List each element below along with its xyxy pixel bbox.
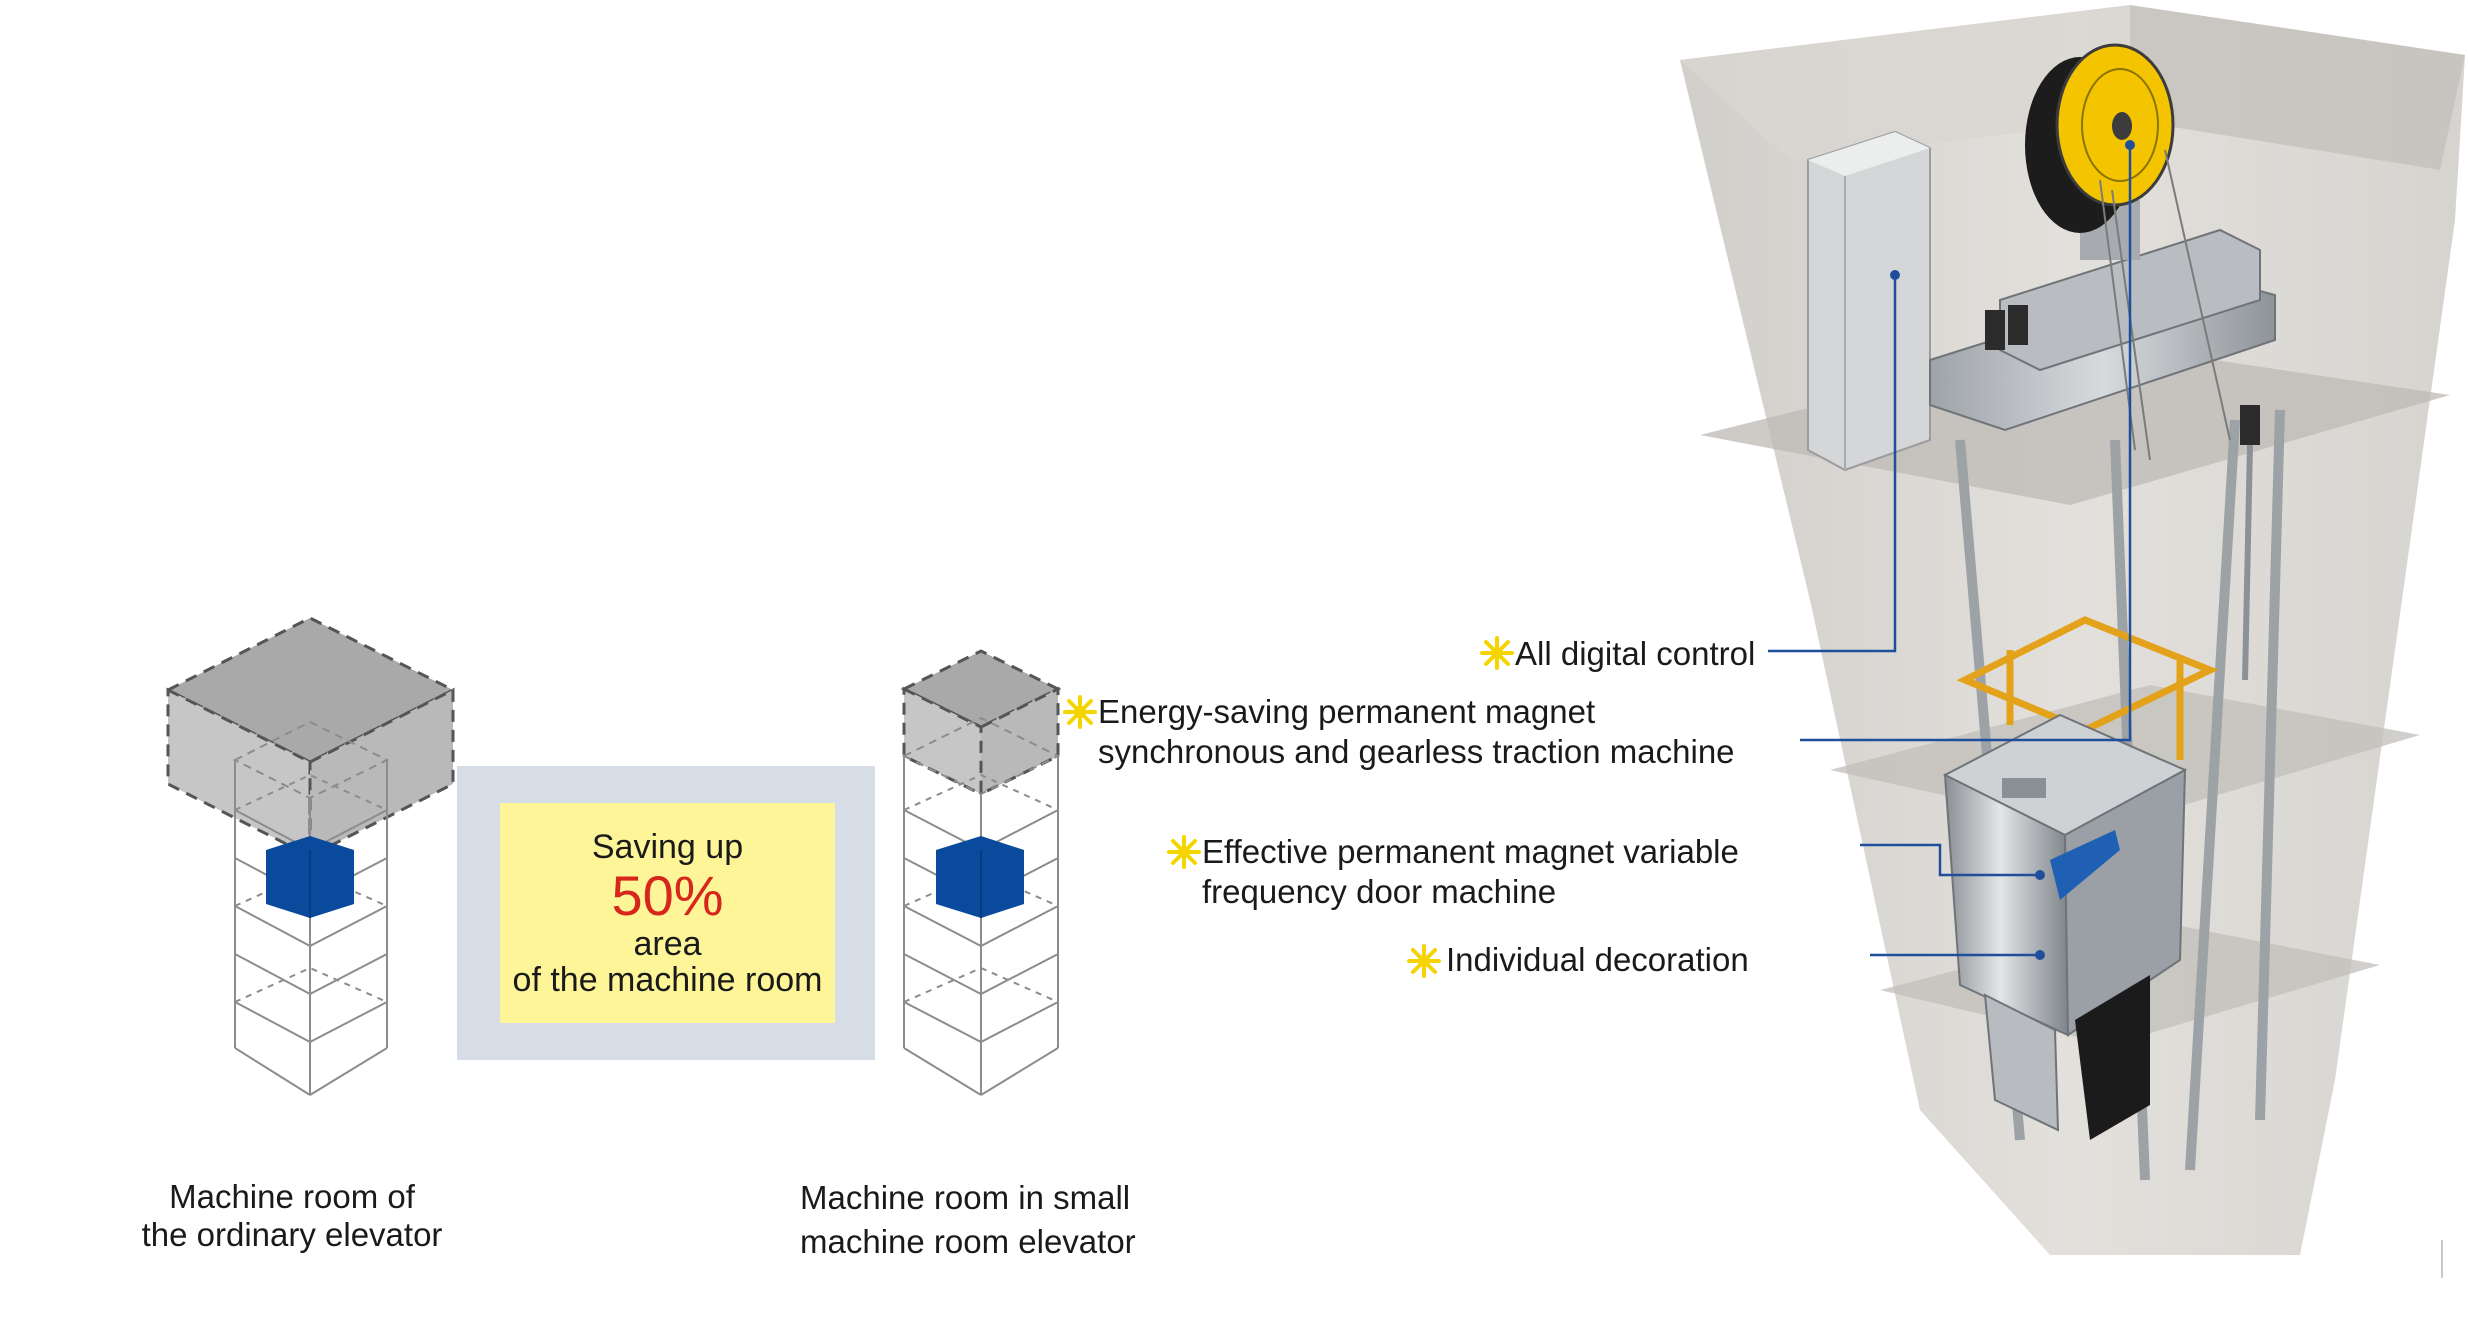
callout-dots	[1890, 140, 2135, 960]
saving-line1: Saving up	[591, 828, 744, 866]
feature-traction-machine-line2: synchronous and gearless traction machin…	[1098, 733, 1735, 770]
caption-ordinary-line2: the ordinary elevator	[141, 1216, 443, 1253]
feature-traction-machine: Energy-saving permanent magnet synchrono…	[1098, 692, 1735, 772]
small-machine-room	[900, 649, 1062, 797]
small-car-cube	[936, 836, 1024, 918]
ordinary-car-cube	[266, 836, 354, 918]
feature-digital-control: All digital control	[1515, 634, 1755, 674]
feature-door-machine-line2: frequency door machine	[1202, 873, 1557, 910]
traction-machine	[2025, 43, 2231, 461]
saving-line3: area	[633, 925, 702, 963]
caption-small: Machine room in small machine room eleva…	[800, 1176, 1170, 1264]
feature-decoration: Individual decoration	[1446, 940, 1749, 980]
caption-small-line2: machine room elevator	[800, 1223, 1136, 1260]
ordinary-machine-room	[164, 616, 457, 859]
sparkle-icon	[1167, 835, 1201, 869]
feature-door-machine: Effective permanent magnet variable freq…	[1202, 832, 1739, 912]
counterweight	[2240, 405, 2260, 681]
feature-traction-machine-line1: Energy-saving permanent magnet	[1098, 693, 1596, 730]
saving-line4: of the machine room	[512, 961, 823, 999]
edge-divider	[2441, 1240, 2443, 1278]
sparkle-icon	[1480, 636, 1514, 670]
sparkle-icon	[1063, 695, 1097, 729]
caption-ordinary: Machine room of the ordinary elevator	[110, 1178, 474, 1254]
feature-decoration-text: Individual decoration	[1446, 941, 1749, 978]
control-cabinet	[1807, 130, 1931, 472]
caption-small-line1: Machine room in small	[800, 1179, 1131, 1216]
saving-percent: 50%	[611, 864, 724, 927]
saving-panel: Saving up 50% area of the machine room	[500, 803, 835, 1023]
elevator-car	[1942, 713, 2188, 1140]
sparkle-icon	[1407, 944, 1441, 978]
caption-ordinary-line1: Machine room of	[169, 1178, 415, 1215]
callout-lines	[1768, 145, 2132, 957]
feature-door-machine-line1: Effective permanent magnet variable	[1202, 833, 1739, 870]
feature-digital-control-text: All digital control	[1515, 635, 1756, 672]
